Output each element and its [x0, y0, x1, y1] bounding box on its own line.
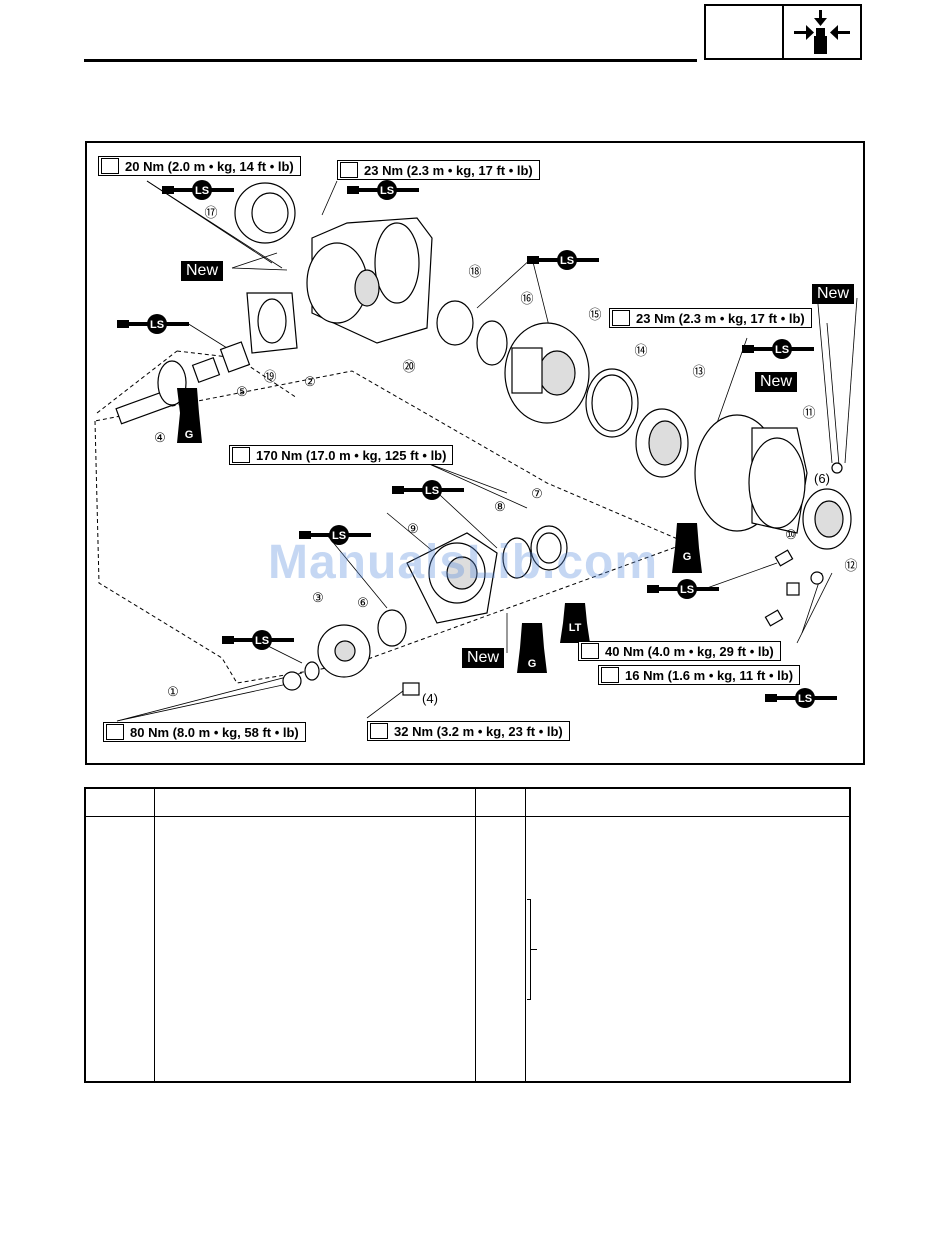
part-9: ⑨ [407, 521, 419, 536]
ls-mark: LS [425, 485, 439, 497]
part-7: ⑦ [531, 486, 543, 501]
table-column-divider [475, 789, 476, 1081]
part-18: ⑱ [468, 264, 481, 279]
ls-mark: LS [150, 319, 164, 331]
part-8: ⑧ [494, 499, 506, 514]
torque-label: 23 Nm (2.3 m • kg, 17 ft • lb) [337, 160, 540, 180]
exploded-parts-drawing: LS LS LS LS LS LS LS LS LS LS G G LT G ⑰… [94, 180, 858, 722]
torque-label: 23 Nm (2.3 m • kg, 17 ft • lb) [609, 308, 812, 328]
ls-mark: LS [680, 584, 694, 596]
part-15: ⑮ [588, 307, 601, 322]
new-part-tag: New [812, 284, 855, 304]
header-rule [84, 59, 697, 62]
part-4-ref: (4) [422, 691, 438, 706]
part-10: ⑩ [785, 527, 797, 542]
new-part-tag: New [462, 648, 505, 668]
header-box-left [704, 4, 784, 60]
new-part-tag: New [755, 372, 798, 392]
part-4: ④ [154, 430, 166, 445]
part-13: ⑬ [692, 364, 705, 379]
group-bracket-tick [531, 949, 537, 950]
g-mark: G [185, 429, 194, 441]
new-part-tag: New [181, 261, 224, 281]
part-17: ⑰ [204, 205, 217, 220]
torque-label: 16 Nm (1.6 m • kg, 11 ft • lb) [598, 665, 801, 685]
ls-mark: LS [775, 344, 789, 356]
part-5: ⑤ [236, 384, 248, 399]
part-12: ⑫ [844, 558, 857, 573]
part-20: ⑳ [402, 359, 415, 374]
torque-label: 170 Nm (17.0 m • kg, 125 ft • lb) [229, 445, 454, 465]
ls-mark: LS [798, 693, 812, 705]
ls-mark: LS [380, 185, 394, 197]
part-19: ⑲ [263, 369, 276, 384]
g-mark: G [683, 551, 692, 563]
group-bracket [527, 899, 531, 1000]
part-6: ⑥ [357, 595, 369, 610]
part-3: ③ [312, 590, 324, 605]
part-6-ref: (6) [814, 471, 830, 486]
exploded-diagram: LS LS LS LS LS LS LS LS LS LS G G LT G ⑰… [85, 141, 865, 765]
part-1: ① [167, 684, 179, 699]
table-header-rule [86, 816, 849, 817]
table-column-divider [525, 789, 526, 1081]
part-14: ⑭ [634, 343, 647, 358]
watermark: ManualsLib.com [268, 536, 659, 589]
ls-mark: LS [332, 530, 346, 542]
torque-label: 40 Nm (4.0 m • kg, 29 ft • lb) [578, 641, 781, 661]
g-mark: G [528, 658, 537, 670]
ls-mark: LS [255, 635, 269, 647]
ls-mark: LS [560, 255, 574, 267]
part-11: ⑪ [802, 405, 815, 420]
part-2: ② [304, 374, 316, 389]
ls-mark: LS [195, 185, 209, 197]
part-16: ⑯ [520, 291, 533, 306]
torque-label: 80 Nm (8.0 m • kg, 58 ft • lb) [103, 722, 306, 742]
lt-mark: LT [569, 622, 582, 634]
disassembly-arrows-icon [784, 4, 862, 60]
parts-table [84, 787, 851, 1083]
torque-label: 32 Nm (3.2 m • kg, 23 ft • lb) [367, 721, 570, 741]
table-column-divider [154, 789, 155, 1081]
torque-label: 20 Nm (2.0 m • kg, 14 ft • lb) [98, 156, 301, 176]
